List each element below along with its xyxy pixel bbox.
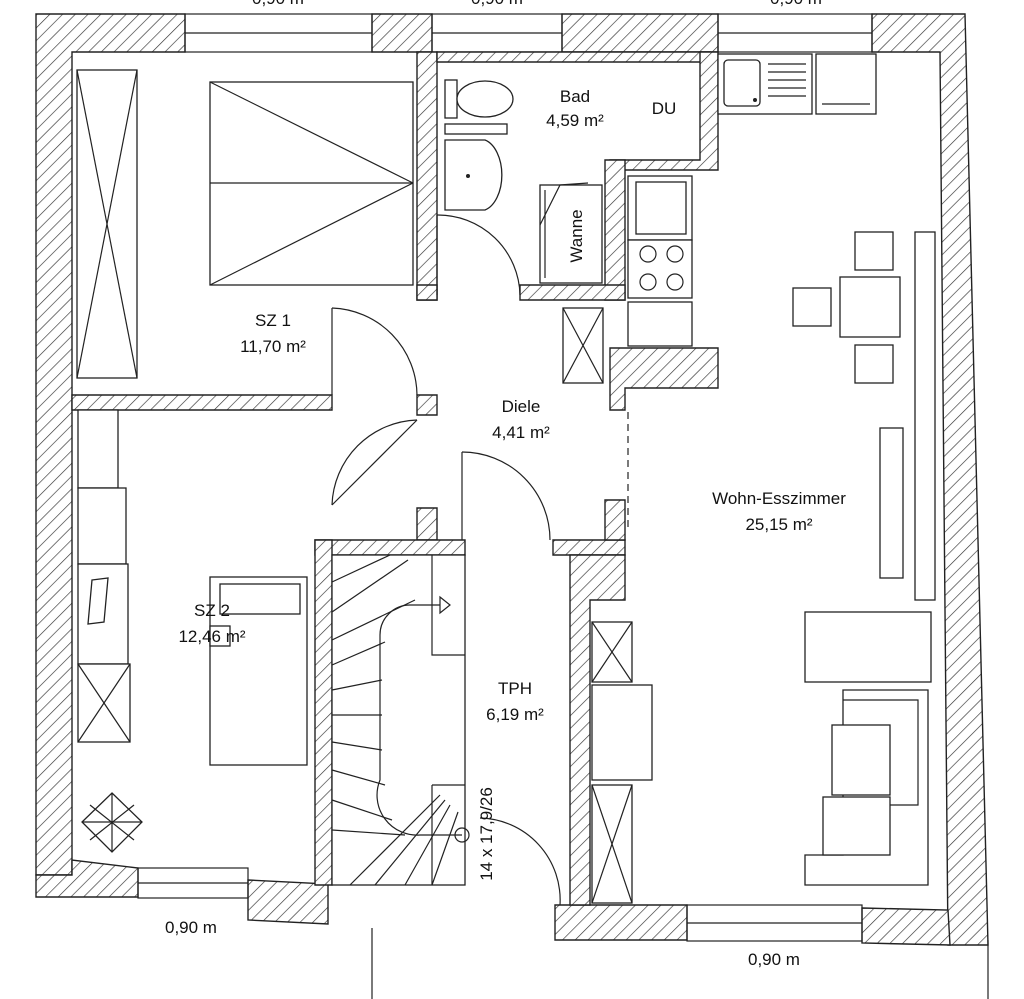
wall-sz1-bottom — [71, 394, 333, 411]
tph-cabinet — [591, 621, 653, 904]
dim-bottom-left: 0,90 m — [165, 918, 217, 937]
dim-top-left: 0,90 m — [252, 0, 304, 8]
dim-bottom-right: 0,90 m — [748, 950, 800, 969]
staircase — [331, 554, 470, 886]
cabinet-diele — [562, 307, 604, 384]
wall-sz1-right — [416, 284, 438, 301]
washbasin — [444, 139, 503, 211]
dim-top-middle: 0,90 m — [471, 0, 523, 8]
wardrobe-sz1 — [76, 69, 138, 379]
kitchen-sink — [717, 53, 813, 115]
sz1-furniture — [76, 69, 414, 379]
wall-tph-right — [569, 554, 626, 906]
room-name-diele: Diele — [502, 397, 541, 416]
room-area-sz1: 11,70 m² — [240, 337, 306, 356]
stair-start-circle — [454, 827, 470, 843]
room-name-wohn: Wohn-Esszimmer — [712, 489, 846, 508]
room-area-wohn: 25,15 m² — [745, 515, 812, 534]
interior-walls — [71, 51, 719, 906]
bathtub — [539, 184, 603, 284]
living-furniture — [591, 231, 936, 904]
wall-bottom-mid — [554, 904, 688, 941]
sideboard-right — [879, 427, 904, 579]
bed-sz1 — [209, 81, 414, 286]
stove — [627, 239, 693, 299]
wall-kitchen-corner — [609, 347, 719, 411]
bath-shelf — [444, 123, 508, 135]
room-area-tph: 6,19 m² — [486, 705, 544, 724]
sz2-furniture — [77, 409, 308, 853]
outer-walls — [35, 13, 989, 946]
wall-tph-top — [552, 539, 626, 556]
desk-sz2 — [77, 409, 131, 743]
shower-label: DU — [652, 99, 677, 118]
room-area-bad: 4,59 m² — [546, 111, 604, 130]
wall-bath-bottom — [519, 284, 626, 301]
wall-bottom-right — [861, 907, 951, 946]
room-name-sz2: SZ 2 — [194, 601, 230, 620]
plant-sz2 — [81, 792, 143, 853]
wall-bath-top — [436, 51, 711, 63]
wall-shelf-right — [914, 231, 936, 601]
wall-top-mid2 — [561, 13, 719, 53]
toilet-cistern — [444, 79, 458, 119]
bathroom-fixtures — [444, 53, 877, 384]
dim-top-right: 0,90 m — [770, 0, 822, 8]
wall-diele-stub — [416, 394, 438, 416]
dining-set — [792, 231, 901, 384]
bed-sz2 — [209, 576, 308, 766]
wall-bottom-left — [247, 879, 329, 925]
stair-treads — [331, 554, 459, 886]
wall-diele-right — [604, 499, 626, 541]
stair-walkline — [376, 604, 462, 836]
wall-top-mid — [371, 13, 433, 53]
kitchen-counter — [815, 53, 877, 115]
room-name-tph: TPH — [498, 679, 532, 698]
wall-bath-left — [416, 51, 438, 301]
toilet-bowl — [456, 80, 514, 118]
wall-bath-lower — [604, 159, 626, 301]
room-name-sz1: SZ 1 — [255, 311, 291, 330]
room-area-diele: 4,41 m² — [492, 423, 550, 442]
room-name-bad: Bad — [560, 87, 590, 106]
room-area-sz2: 12,46 m² — [178, 627, 245, 646]
sofa — [804, 689, 929, 886]
doors — [331, 214, 629, 906]
wall-stair-top — [314, 539, 466, 556]
tv-table — [804, 611, 932, 683]
room-labels: Bad 4,59 m² DU Wanne SZ 1 11,70 m² Diele… — [178, 87, 846, 881]
dimension-labels: 0,90 m 0,90 m 0,90 m 0,90 m 0,90 m — [165, 0, 822, 969]
stair-dimension-label: 14 x 17,9/26 — [477, 787, 496, 881]
bathtub-label: Wanne — [567, 209, 586, 262]
wall-sz2-right — [416, 507, 438, 541]
wall-stair-left — [314, 539, 333, 886]
kitchen-units — [627, 175, 693, 347]
